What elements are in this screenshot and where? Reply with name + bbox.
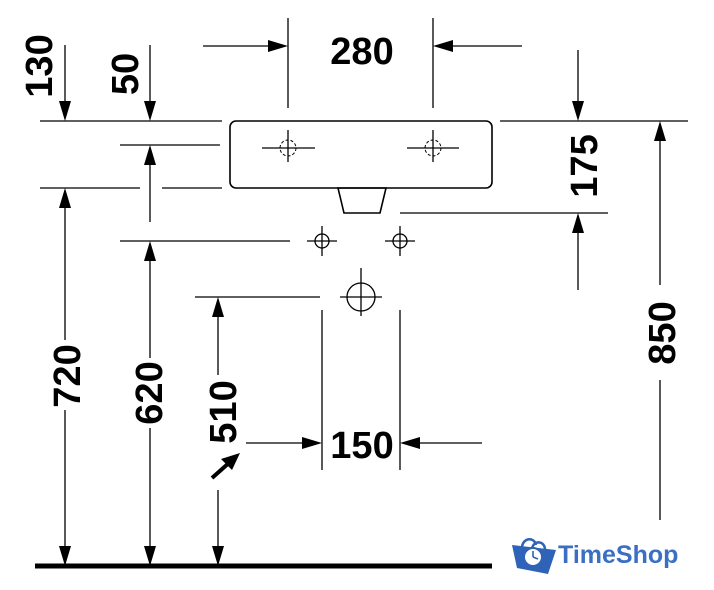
extension-lines [40, 18, 688, 470]
dim-620-label: 620 [129, 361, 171, 424]
watermark: TimeShop [512, 538, 678, 574]
dim-720-lines [59, 188, 71, 566]
dim-280-lines [203, 40, 522, 52]
watermark-brand-text: TimeShop [558, 541, 678, 569]
dim-510-lines [212, 297, 224, 566]
water-supply-left [307, 226, 337, 256]
basin-siphon [336, 187, 388, 214]
dim-510-label: 510 [203, 380, 245, 443]
dim-50-lines [144, 45, 156, 222]
dim-175-label: 175 [564, 134, 606, 197]
dim-50-label: 50 [105, 53, 147, 95]
tap-hole-right [407, 130, 459, 162]
basin-outline [229, 120, 493, 189]
waste-outlet [340, 268, 382, 316]
dim-130-lines [59, 45, 71, 121]
floor-pointer-arrow [210, 453, 240, 480]
water-supply-right [385, 226, 415, 256]
dim-150-label: 150 [330, 425, 393, 467]
shopping-bag-clock-icon [512, 538, 556, 574]
tap-hole-left [262, 130, 315, 162]
dim-720-label: 720 [47, 344, 89, 407]
dim-850-lines [654, 121, 666, 520]
dim-130-label: 130 [19, 34, 61, 97]
dim-620-lines [144, 241, 156, 566]
washbasin [229, 120, 493, 214]
dim-150-lines [246, 437, 482, 449]
dim-280-label: 280 [330, 31, 393, 73]
dim-175-lines [572, 50, 584, 290]
dim-850-label: 850 [642, 301, 684, 364]
